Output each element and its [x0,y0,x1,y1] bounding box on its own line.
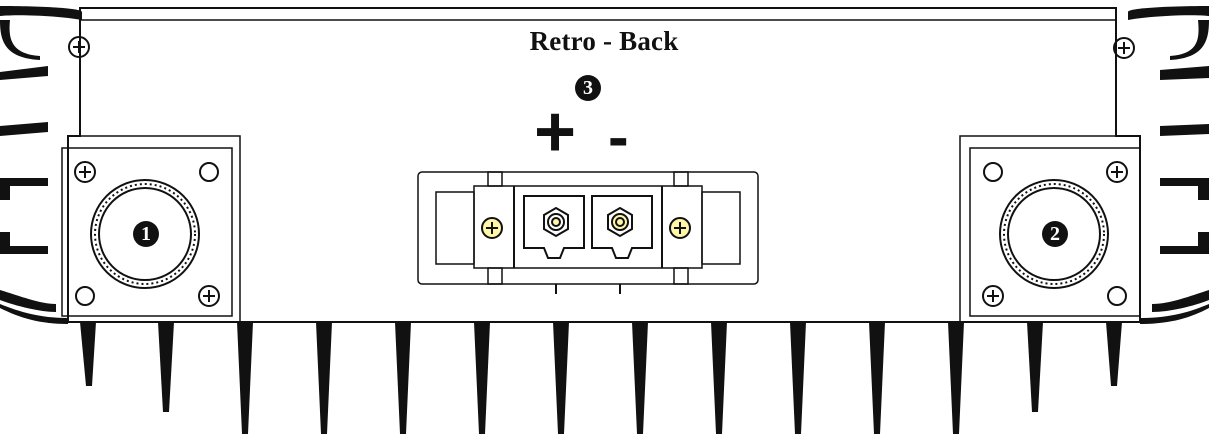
block-screw-right [669,217,691,239]
block-screw-left [481,217,503,239]
bottom-fins [80,322,1122,434]
left-panel-step [79,20,241,322]
callout-left-connector: 1 [133,221,159,247]
callout-right-connector: 2 [1042,221,1068,247]
left-side-fins [0,6,82,324]
negative-polarity-label: - [608,103,629,172]
left-connector-plate [61,147,233,317]
diagram-title: Retro - Back [529,26,679,56]
positive-terminal-nut [543,206,569,238]
top-left-screw [68,36,90,58]
negative-terminal-nut [607,206,633,238]
negative-terminal-housing [591,195,653,259]
right-panel-step [959,20,1117,322]
right-side-fins [1128,6,1209,324]
positive-terminal-housing [523,195,585,259]
positive-polarity-label: + [534,92,577,172]
callout-terminal: 3 [575,75,601,101]
top-right-screw [1113,37,1135,59]
power-terminal-block [417,171,759,294]
right-connector-plate [969,147,1141,317]
